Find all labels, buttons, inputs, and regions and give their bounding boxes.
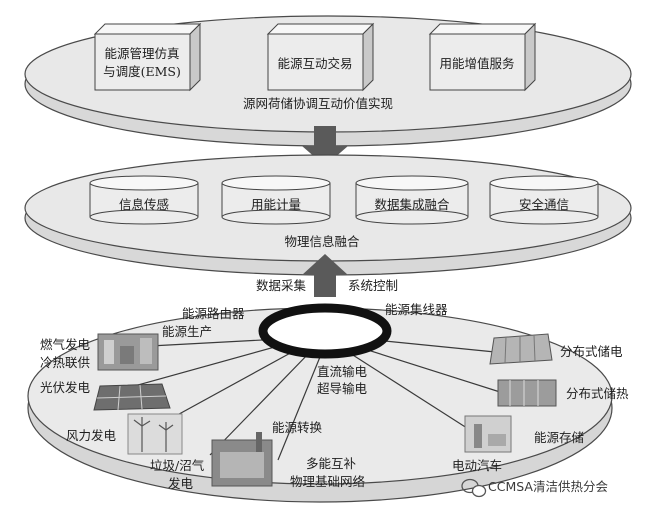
top-layer-caption: 源网荷储协调互动价值实现 [243,96,393,111]
energy-production-label: 能源生产 [162,324,212,339]
energy-storage-label: 能源存储 [534,430,584,445]
energy-trading-box-label: 能源互动交易 [277,56,352,71]
heat-storage-image [497,379,557,407]
biogas-label-2: 发电 [168,476,194,491]
value-added-service-box: 用能增值服务 [428,22,537,92]
ev-node: 电动汽车 [452,415,512,473]
cylinder-info-sensing: 信息传感 [89,175,199,225]
heat-storage-label: 分布式储热 [566,386,629,401]
wind-label: 风力发电 [66,428,117,443]
cylinder-data-fusion-label: 数据集成融合 [374,197,450,212]
middle-layer: 信息传感 用能计量 数据集成融合 安全通信 物理信息融合 [24,154,632,276]
energy-hub-label: 能源集线器 [385,302,448,317]
wind-node: 风力发电 [66,413,183,455]
energy-conversion-label: 能源转换 [272,420,323,435]
chp-label-1: 燃气发电 [40,337,91,352]
electricity-storage-label: 分布式储电 [560,344,623,359]
up-arrow [302,254,348,297]
energy-router-ring [258,303,392,359]
dc-transmission-label: 直流输电 [317,364,368,379]
cylinder-energy-metering: 用能计量 [221,175,331,225]
biogas-label-1: 垃圾/沼气 [150,458,205,473]
energy-router-label: 能源路由器 [182,306,245,321]
chp-node: 燃气发电 冷热联供 [40,333,159,371]
top-layer: 能源管理仿真 与调度(EMS) 能源互动交易 用能增值服务 源网荷储协调互动价值… [24,15,632,147]
data-collection-label: 数据采集 [256,278,307,293]
electricity-storage-image [489,333,553,365]
watermark: CCMSA清洁供热分会 [461,478,608,498]
multi-energy-label-2: 物理基础网络 [290,474,366,489]
superconducting-label: 超导输电 [317,381,368,396]
bottom-layer: 能源路由器 能源生产 能源集线器 直流输电 超导输电 能源转换 燃气发电 冷热联… [27,302,629,503]
ev-label: 电动汽车 [452,458,502,473]
watermark-text: CCMSA清洁供热分会 [488,479,608,494]
cylinder-secure-comm-label: 安全通信 [519,197,569,212]
wechat-icon [461,478,487,498]
ems-box-label-1: 能源管理仿真 [104,46,179,61]
electricity-storage-node: 分布式储电 [489,333,623,365]
biogas-node: 垃圾/沼气 发电 [150,432,273,491]
cylinder-energy-metering-label: 用能计量 [251,197,301,212]
solar-label: 光伏发电 [40,380,91,395]
ems-box: 能源管理仿真 与调度(EMS) [93,22,202,92]
energy-trading-box: 能源互动交易 [266,22,375,92]
solar-node: 光伏发电 [40,380,171,411]
ems-box-label-2: 与调度(EMS) [103,64,181,79]
wind-farm-image [127,413,183,455]
cylinder-data-fusion: 数据集成融合 [355,175,469,225]
system-control-label: 系统控制 [348,278,398,293]
cylinder-info-sensing-label: 信息传感 [119,197,169,212]
middle-layer-caption: 物理信息融合 [284,234,360,249]
chp-label-2: 冷热联供 [40,355,90,370]
heat-storage-node: 分布式储热 [497,379,629,407]
multi-energy-label-1: 多能互补 [306,456,357,471]
value-added-service-box-label: 用能增值服务 [439,56,514,71]
cylinder-secure-comm: 安全通信 [489,175,599,225]
